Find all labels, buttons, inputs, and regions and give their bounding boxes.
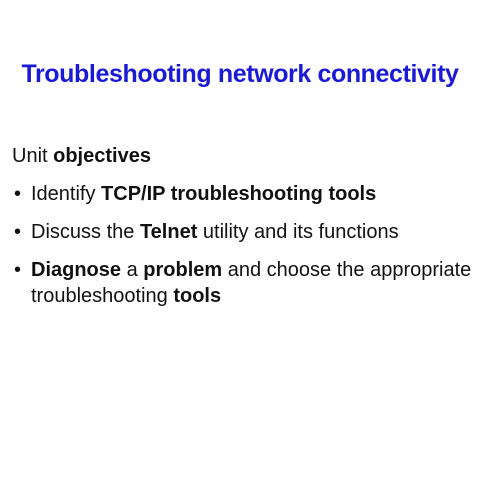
- bullet-icon: •: [14, 259, 22, 281]
- bullet-item-3: • Diagnose a problem and choose the appr…: [12, 257, 472, 309]
- bullet-3-bold: problem: [143, 259, 223, 281]
- subheading-bold: objectives: [53, 145, 151, 167]
- bullet-item-2: • Discuss the Telnet utility and its fun…: [12, 219, 472, 245]
- bullet-1-text: Identify: [31, 183, 102, 205]
- bullet-3-tail: and choose the appropriate troubleshooti…: [31, 259, 472, 307]
- bullet-2-tail: utility and its functions: [197, 221, 399, 243]
- bullet-3-text: a: [121, 259, 144, 281]
- bullet-list: • Identify TCP/IP troubleshooting tools …: [12, 181, 472, 309]
- slide-body: Unit objectives • Identify TCP/IP troubl…: [12, 143, 472, 321]
- subheading-text: Unit: [12, 145, 54, 167]
- subheading: Unit objectives: [12, 143, 472, 169]
- bullet-2-bold: Telnet: [139, 221, 198, 243]
- bullet-icon: •: [14, 221, 22, 243]
- bullet-item-1: • Identify TCP/IP troubleshooting tools: [12, 181, 472, 207]
- slide-title: Troubleshooting network connectivity: [21, 60, 459, 88]
- bullet-3-bold-end: tools: [173, 285, 222, 307]
- bullet-1-bold: TCP/IP troubleshooting tools: [101, 183, 377, 205]
- bullet-2-text: Discuss the: [31, 221, 140, 243]
- bullet-3-bold-lead: Diagnose: [31, 259, 122, 281]
- bullet-icon: •: [14, 183, 22, 205]
